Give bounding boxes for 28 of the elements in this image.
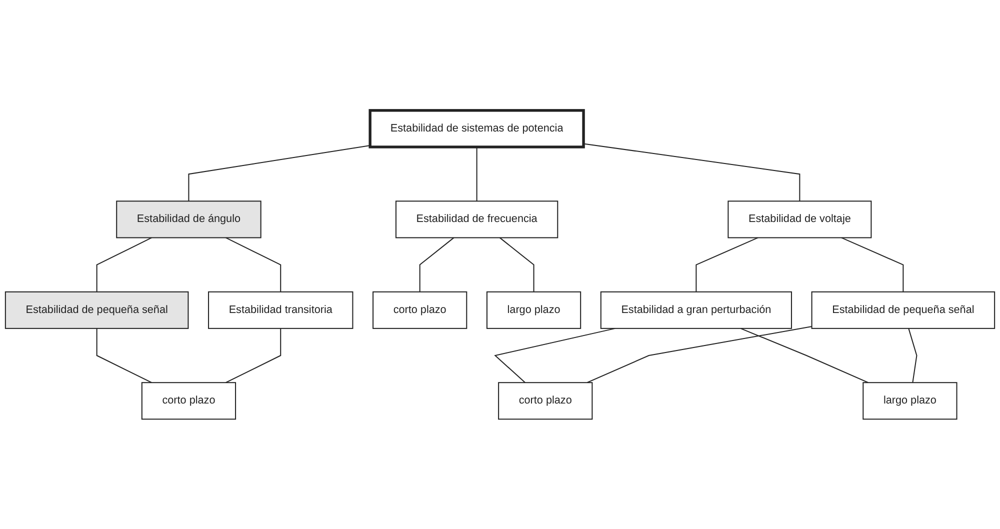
node-box: largo plazo [486, 291, 582, 329]
node-box: Estabilidad de frecuencia [395, 200, 558, 238]
connector [96, 236, 152, 292]
node-box: corto plazo [141, 382, 236, 420]
connector [841, 236, 904, 292]
node-box: corto plazo [372, 291, 468, 329]
connector [586, 326, 812, 383]
connector [96, 328, 152, 383]
connector [908, 328, 918, 382]
connector [226, 236, 282, 292]
connector [499, 237, 534, 292]
node-box: largo plazo [862, 382, 958, 420]
connector [419, 237, 454, 292]
connector [226, 328, 282, 383]
node-box: Estabilidad de pequeña señal [811, 291, 996, 329]
connector [696, 236, 758, 292]
node-box: Estabilidad de pequeña señal [4, 291, 189, 329]
node-box: Estabilidad de ángulo [116, 200, 262, 238]
node-box: corto plazo [498, 382, 593, 420]
connector [494, 328, 616, 383]
node-box: Estabilidad de sistemas de potencia [368, 108, 585, 148]
connector [740, 328, 868, 383]
node-box: Estabilidad de voltaje [728, 200, 872, 238]
connector [583, 142, 800, 201]
connector [188, 144, 370, 201]
node-box: Estabilidad transitoria [208, 291, 354, 329]
node-box: Estabilidad a gran perturbación [600, 291, 792, 329]
connector [476, 146, 478, 201]
